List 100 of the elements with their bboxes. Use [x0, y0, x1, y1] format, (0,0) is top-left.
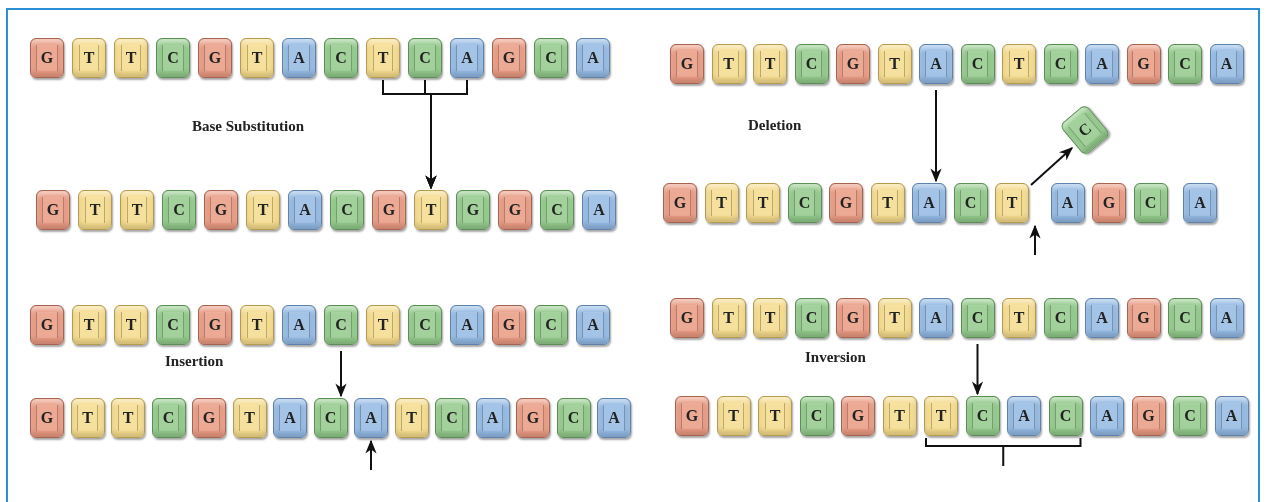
base-tile: T: [711, 44, 746, 84]
base-tile: T: [72, 38, 106, 78]
base-tile: T: [111, 398, 145, 438]
base-tile: C: [960, 44, 995, 84]
base-tile: C: [534, 305, 568, 345]
base-tile: T: [70, 398, 105, 438]
base-tile: A: [1090, 396, 1124, 436]
base-tile: G: [675, 396, 709, 436]
base-tile: A: [919, 298, 953, 338]
mutation-label: Deletion: [748, 117, 802, 134]
base-tile: G: [1126, 44, 1161, 84]
base-tile: C: [556, 398, 591, 438]
arrow: [425, 79, 468, 190]
base-tile: T: [366, 38, 400, 78]
base-tile: G: [456, 190, 490, 230]
base-tile: T: [995, 183, 1029, 223]
mutation-label: Base Substitution: [192, 118, 305, 135]
mutation-label: Insertion: [165, 353, 224, 370]
base-tile: G: [198, 38, 232, 78]
base-tile: G: [1131, 396, 1166, 436]
base-tile: T: [240, 38, 274, 78]
base-tile: T: [882, 396, 917, 436]
base-tile: A: [475, 398, 510, 438]
base-tile: G: [516, 398, 550, 438]
base-tile: T: [240, 305, 274, 345]
base-tile: C: [534, 38, 568, 78]
base-tile: C: [1168, 298, 1202, 338]
base-tile: C: [408, 305, 442, 345]
base-tile: C: [1048, 396, 1083, 436]
base-tile: C: [787, 183, 822, 223]
arrow: [1030, 147, 1074, 186]
base-tile: G: [498, 190, 532, 230]
base-tile: T: [716, 396, 751, 436]
base-tile: C: [953, 183, 988, 223]
base-tile: G: [492, 305, 526, 345]
base-tile: A: [919, 44, 953, 84]
base-tile: C: [435, 398, 469, 438]
base-tile: C: [794, 44, 829, 84]
base-tile: T: [1002, 298, 1036, 338]
base-tile: G: [670, 44, 704, 84]
base-tile: G: [198, 305, 232, 345]
base-tile: A: [1209, 298, 1244, 338]
base-tile: G: [204, 190, 238, 230]
base-tile: G: [1092, 183, 1126, 223]
base-tile: G: [836, 44, 870, 84]
base-tile: C: [794, 298, 829, 338]
base-tile: G: [836, 298, 870, 338]
base-tile: T: [870, 183, 905, 223]
base-tile: A: [576, 38, 610, 78]
base-tile: G: [829, 183, 863, 223]
base-tile: G: [30, 398, 64, 438]
base-tile: C: [1133, 183, 1168, 223]
base-tile: G: [372, 190, 406, 230]
base-tile: A: [354, 398, 388, 438]
base-tile: T: [758, 396, 792, 436]
mutation-label: Inversion: [805, 349, 866, 366]
base-tile: T: [120, 190, 154, 230]
base-tile: G: [1126, 298, 1161, 338]
base-tile: T: [924, 396, 958, 436]
base-tile: C: [313, 398, 348, 438]
base-tile: G: [670, 298, 704, 338]
base-tile: A: [288, 190, 322, 230]
base-tile: G: [30, 38, 64, 78]
base-tile: T: [366, 305, 400, 345]
base-tile: T: [114, 305, 148, 345]
base-tile: T: [78, 190, 112, 230]
base-tile: A: [1085, 44, 1119, 84]
base-tile: C: [1173, 396, 1207, 436]
base-tile: C: [156, 305, 190, 345]
base-tile: T: [711, 298, 746, 338]
base-tile: C: [162, 190, 196, 230]
base-tile: T: [246, 190, 280, 230]
base-tile: C: [151, 398, 186, 438]
arrow: [971, 343, 984, 396]
base-tile: T: [753, 44, 787, 84]
base-tile: C: [324, 305, 358, 345]
base-tile: T: [704, 183, 739, 223]
base-tile: A: [1183, 183, 1217, 223]
base-tile: C: [960, 298, 995, 338]
base-tile: G: [192, 398, 226, 438]
base-tile: C: [408, 38, 442, 78]
base-tile: T: [72, 305, 106, 345]
base-tile: A: [576, 305, 610, 345]
base-tile: G: [36, 190, 70, 230]
base-tile: A: [450, 38, 484, 78]
base-tile: C: [540, 190, 574, 230]
base-tile: G: [492, 38, 526, 78]
base-tile: A: [1214, 396, 1249, 436]
base-tile: T: [1002, 44, 1036, 84]
base-tile: A: [1007, 396, 1041, 436]
base-tile: T: [114, 38, 148, 78]
base-tile: C: [156, 38, 190, 78]
base-tile: T: [746, 183, 780, 223]
arrow: [335, 350, 347, 398]
base-tile: T: [232, 398, 267, 438]
base-tile: C: [965, 396, 1000, 436]
base-tile: G: [663, 183, 697, 223]
base-tile: A: [282, 305, 316, 345]
arrow: [930, 89, 942, 183]
base-tile: A: [1085, 298, 1119, 338]
